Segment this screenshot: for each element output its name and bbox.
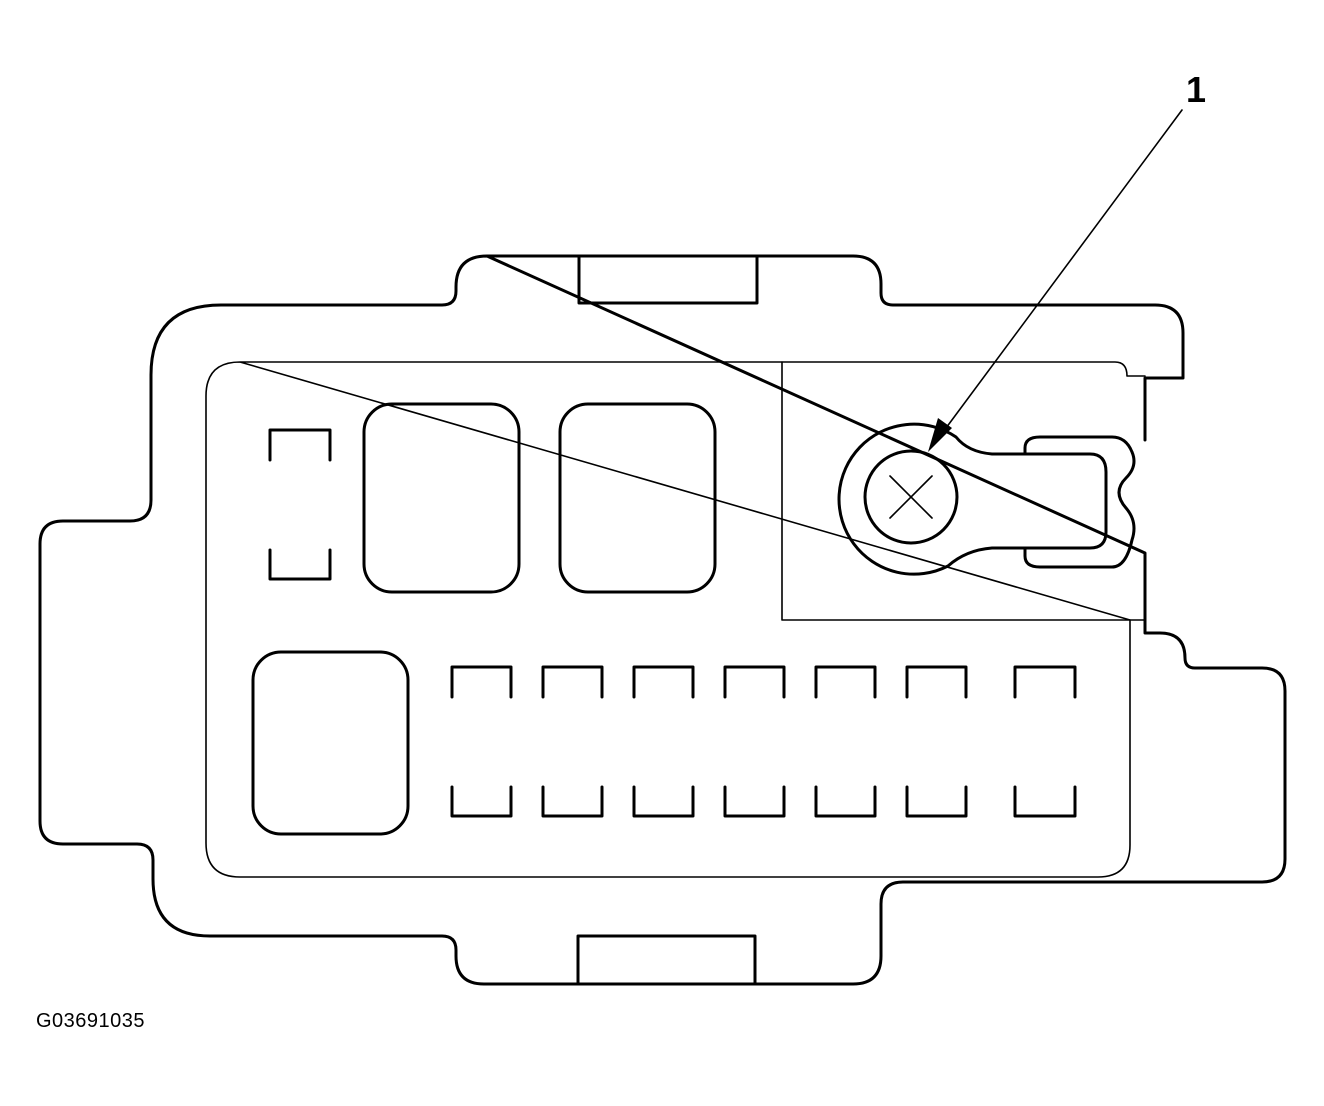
small-cavity-top-7 (1013, 665, 1077, 699)
bottom-latch (576, 934, 757, 986)
small-cavity-top-2 (541, 665, 604, 699)
small-cavity-top-6 (905, 665, 968, 699)
terminal-compartment (781, 361, 1146, 621)
small-cavity-top-1 (450, 665, 513, 699)
small-cavity-top-4 (723, 665, 786, 699)
ring-terminal (837, 422, 1136, 576)
screw-head (863, 449, 959, 545)
callout-label: 1 (1186, 69, 1206, 110)
callout-arrowhead (928, 418, 952, 452)
large-cavity-3 (251, 650, 410, 836)
screw-x-mark-b (889, 475, 933, 519)
callout-leader-line (945, 109, 1183, 429)
small-cavity-bottom-3 (632, 785, 695, 818)
small-cavity-bottom-2 (541, 785, 604, 818)
ring-terminal-body (837, 422, 1108, 576)
inner-face-outline (205, 361, 1146, 878)
small-cavity-bottom-6 (905, 785, 968, 818)
large-cavity-1 (362, 402, 521, 594)
figure-id: G03691035 (36, 1010, 146, 1032)
connector-housing-outline (38, 254, 1287, 986)
small-cavity-top-3 (632, 665, 695, 699)
small-cavity-bottom-1 (450, 785, 513, 818)
terminal-crimp (1023, 435, 1136, 569)
small-cavity-row-top (450, 665, 1077, 699)
top-latch (577, 254, 759, 305)
small-cavity-bottom-4 (723, 785, 786, 818)
large-cavity-2 (558, 402, 717, 594)
small-cavity-row-bottom (450, 785, 1077, 818)
small-cavity-top-5 (814, 665, 877, 699)
small-cavity-left (268, 428, 332, 581)
small-cavity-bottom-7 (1013, 785, 1077, 818)
small-cavity-bottom-5 (814, 785, 877, 818)
